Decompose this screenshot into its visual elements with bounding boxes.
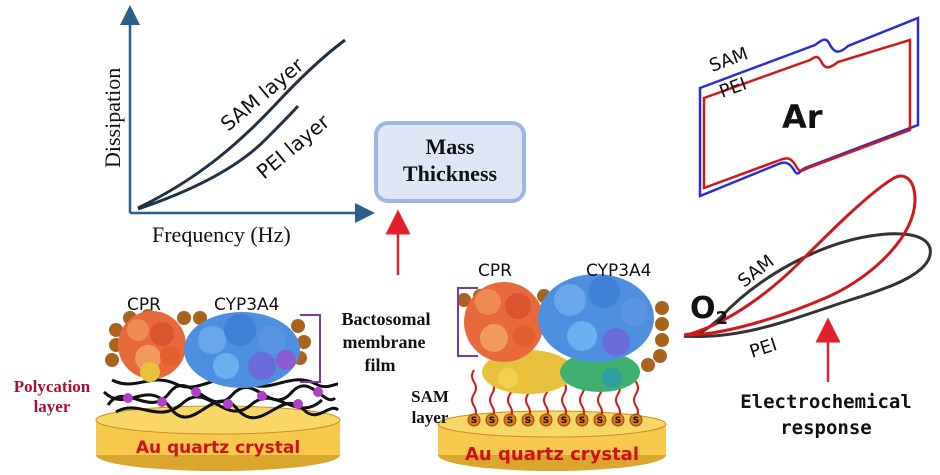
- sam-qcm-curve: [137, 38, 346, 210]
- cv-ar-pei-label: PEI: [717, 74, 750, 103]
- qcm-plot: Dissipation Frequency (Hz) SAM layer PEI…: [100, 5, 375, 247]
- electrochem-caption: Electrochemical response: [740, 391, 912, 439]
- electrochem-caption-line1: Electrochemical: [740, 391, 912, 413]
- left-cyp-label: CYP3A4: [214, 295, 279, 315]
- sulfur-symbol: S: [489, 416, 495, 426]
- left-membrane-bracket: [300, 314, 321, 383]
- cv-o2-pei-label: PEI: [747, 334, 780, 362]
- membrane-label-line1: Bactosomal: [342, 309, 431, 329]
- sulfur-symbol: S: [615, 416, 621, 426]
- x-axis-label: Frequency (Hz): [152, 222, 291, 247]
- right-membrane-bracket: [457, 287, 478, 357]
- sulfur-symbol: S: [543, 416, 549, 426]
- right-cyp-protein: [538, 274, 654, 362]
- sulfur-symbol: S: [525, 416, 531, 426]
- polycation-label-line2: layer: [34, 397, 71, 416]
- right-film: Au quartz crystal S S S S S: [411, 261, 669, 471]
- left-crystal-label: Au quartz crystal: [136, 438, 300, 458]
- sam-layer-label-line2: layer: [412, 408, 449, 427]
- left-film: Au quartz crystal: [14, 295, 341, 471]
- sam-o2-voltammogram: [683, 174, 917, 337]
- mass-box-frame: [374, 121, 526, 203]
- pei-layer-label: PEI layer: [252, 109, 335, 184]
- right-lower-domain: [482, 350, 640, 394]
- electrochem-caption-line2: response: [780, 417, 872, 439]
- left-cpr-label: CPR: [127, 295, 161, 315]
- left-cpr-protein: [118, 311, 186, 382]
- sulfur-symbol: S: [633, 416, 639, 426]
- membrane-label-line2: membrane: [343, 332, 426, 352]
- polycation-beads: [123, 387, 323, 409]
- pei-o2-voltammogram: [683, 232, 932, 338]
- membrane-label: Bactosomal membrane film: [342, 309, 431, 375]
- sam-layer-label: SAM layer: [216, 52, 309, 136]
- right-cyp-label: CYP3A4: [586, 261, 651, 281]
- membrane-label-line3: film: [365, 355, 396, 375]
- sam-layer-label-line1: SAM: [411, 387, 449, 406]
- cv-o2-plot: SAM PEI O2: [683, 174, 932, 363]
- left-cyp-protein: [184, 312, 300, 388]
- sulfur-beads: S S S S S S S S S S: [467, 413, 643, 427]
- o2-gas-label: O2: [690, 291, 728, 329]
- y-axis-label: Dissipation: [100, 68, 125, 168]
- sulfur-symbol: S: [579, 416, 585, 426]
- sulfur-symbol: S: [507, 416, 513, 426]
- right-crystal-label: Au quartz crystal: [465, 444, 639, 465]
- polycation-label-line1: Polycation: [14, 377, 91, 396]
- sam-ar-voltammogram: [698, 16, 920, 198]
- sulfur-symbol: S: [561, 416, 567, 426]
- right-cpr-protein: [464, 282, 544, 362]
- mass-thickness-box: Mass Thickness: [374, 121, 526, 203]
- cv-ar-plot: SAM PEI Ar: [698, 16, 920, 198]
- sulfur-symbol: S: [471, 416, 477, 426]
- mass-label: Mass: [426, 134, 475, 159]
- ar-gas-label: Ar: [782, 98, 823, 136]
- right-cpr-label: CPR: [478, 261, 512, 281]
- sulfur-symbol: S: [597, 416, 603, 426]
- pei-qcm-curve: [137, 105, 300, 211]
- pei-ar-voltammogram: [702, 38, 912, 190]
- thickness-label: Thickness: [403, 161, 498, 186]
